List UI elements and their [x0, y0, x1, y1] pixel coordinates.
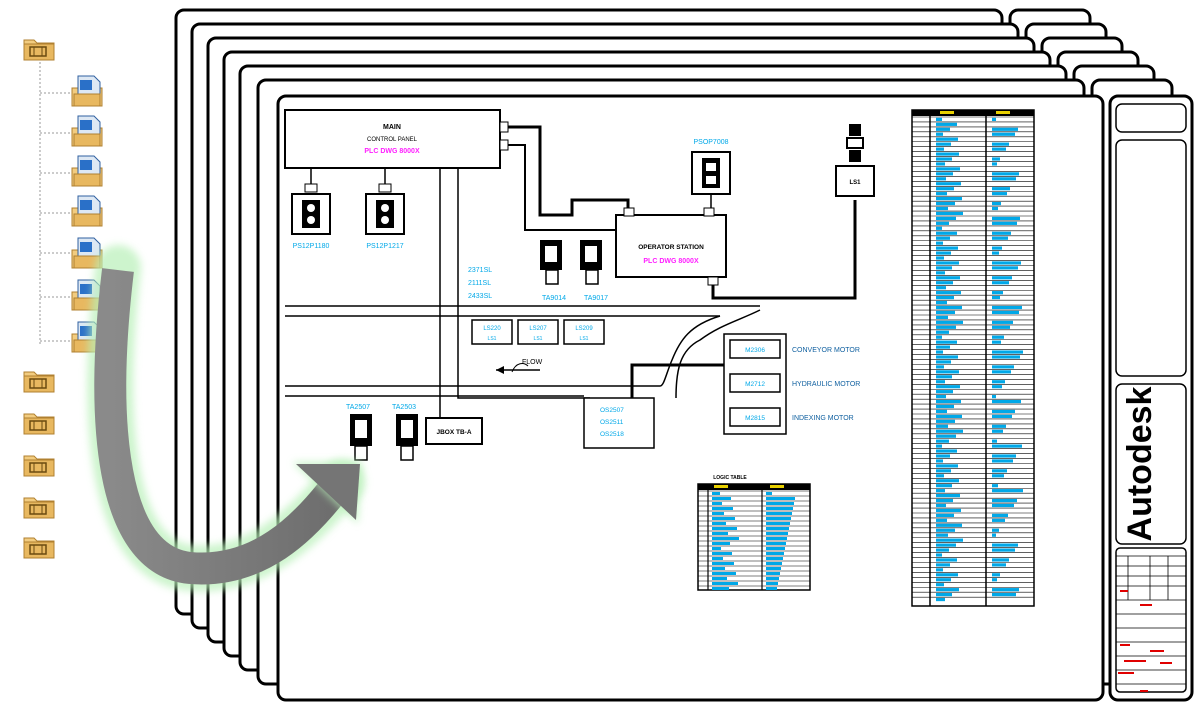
junction-label: JBOX TB-A — [436, 429, 471, 436]
drawing-file-icon[interactable] — [70, 194, 104, 228]
ps1-label: PS12P1180 — [293, 243, 330, 250]
ls-box-bottom: LS1 — [534, 336, 543, 342]
main-control-panel: MAIN CONTROL PANEL PLC DWG 8000X — [284, 109, 509, 169]
small-table-title: LOGIC TABLE — [713, 475, 747, 481]
operator-station: OPERATOR STATION PLC DWG 8000X — [615, 207, 727, 286]
main-panel-title: MAIN — [383, 124, 401, 131]
pendant-device: LS1 — [835, 124, 875, 197]
psop-device: PSOP7008 — [691, 139, 731, 208]
ls-box-top: LS209 — [575, 326, 593, 332]
drawing-file-icon[interactable] — [70, 236, 104, 270]
solenoid-ta2507: TA2507 — [346, 404, 372, 461]
small-table: LOGIC TABLE — [697, 475, 811, 591]
title-block-grid — [1116, 555, 1186, 692]
flow-label: FLOW — [522, 359, 543, 366]
os-box: OS2507 OS2511 OS2518 — [583, 397, 655, 449]
main-panel-ref: PLC DWG 8000X — [364, 148, 420, 155]
junction-box: JBOX TB-A — [425, 417, 483, 445]
project-tree — [0, 0, 130, 714]
ls-label-2: 2111SL — [468, 280, 491, 287]
ls-box-top: LS207 — [529, 326, 547, 332]
folder-icon[interactable] — [22, 532, 56, 560]
motor-label-1: CONVEYOR MOTOR — [792, 347, 860, 354]
motor-label-2: HYDRAULIC MOTOR — [792, 381, 860, 388]
folder-icon[interactable] — [22, 408, 56, 436]
ls-box-bottom: LS1 — [580, 336, 589, 342]
pressure-switch-2: PS12P1217 — [365, 168, 405, 250]
motor-tag-3: M2815 — [745, 415, 765, 422]
operator-ref: PLC DWG 8000X — [643, 258, 699, 265]
ls-labels: 2371SL 2111SL 2433SL — [468, 267, 492, 300]
drawing-file-icon[interactable] — [70, 114, 104, 148]
folder-icon[interactable] — [22, 366, 56, 394]
motor-label-3: INDEXING MOTOR — [792, 415, 854, 422]
front-sheet: Autodesk — [276, 94, 1194, 702]
main-panel-subtitle: CONTROL PANEL — [367, 137, 418, 143]
ta9017-label: TA9017 — [584, 295, 608, 302]
pressure-switch-1: PS12P1180 — [291, 168, 331, 250]
insert-arrow — [87, 245, 365, 592]
motor-tag-2: M2712 — [745, 381, 765, 388]
drawing-file-icon[interactable] — [70, 154, 104, 188]
project-folder-icon[interactable] — [22, 34, 56, 62]
motor-group: M2306 M2712 M2815 CONVEYOR MOTOR HYDRAUL… — [723, 333, 860, 435]
os-line-1: OS2507 — [600, 407, 624, 414]
ls-label-3: 2433SL — [468, 293, 492, 300]
wiring — [439, 125, 857, 418]
ls-label-1: 2371SL — [468, 267, 492, 274]
conveyor — [285, 305, 760, 397]
os-line-3: OS2518 — [600, 431, 624, 438]
solenoid-ta9017: TA9017 — [580, 240, 608, 302]
ps2-label: PS12P1217 — [366, 243, 403, 250]
motor-tag-1: M2306 — [745, 347, 765, 354]
folder-icon[interactable] — [22, 450, 56, 478]
flow-arrow: FLOW — [496, 359, 543, 374]
operator-title: OPERATOR STATION — [638, 244, 704, 251]
drawing-file-icon[interactable] — [70, 74, 104, 108]
os-line-2: OS2511 — [600, 419, 624, 426]
pendant-label: LS1 — [849, 180, 861, 186]
ls-box-top: LS220 — [483, 326, 501, 332]
solenoid-ta2503: TA2503 — [392, 404, 418, 461]
ta9014-label: TA9014 — [542, 295, 566, 302]
ta2507-label: TA2507 — [346, 404, 370, 411]
ta2503-label: TA2503 — [392, 404, 416, 411]
brand-label: Autodesk — [1121, 386, 1159, 541]
tree-lines — [39, 58, 70, 346]
io-table — [911, 109, 1035, 607]
psop-label: PSOP7008 — [693, 139, 728, 146]
folder-icon[interactable] — [22, 492, 56, 520]
ls-box-bottom: LS1 — [488, 336, 497, 342]
solenoid-ta9014: TA9014 — [540, 240, 566, 302]
